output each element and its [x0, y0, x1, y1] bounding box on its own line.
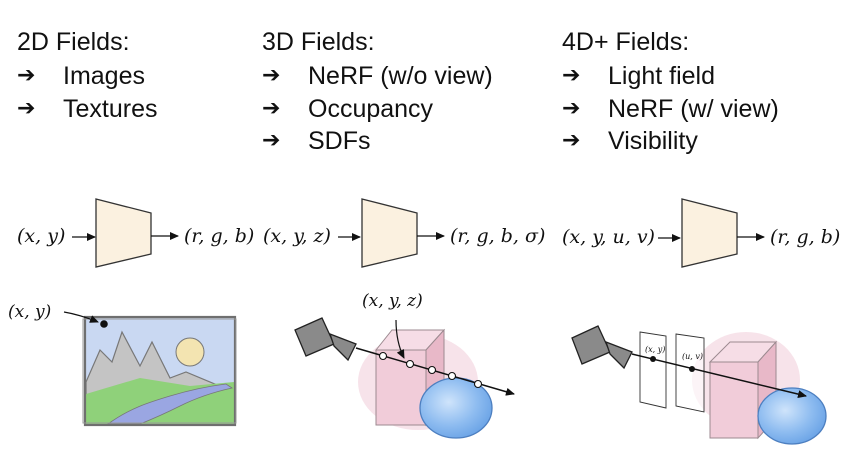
list-item: ➔ Occupancy — [262, 93, 493, 126]
network-trapezoid — [361, 198, 418, 268]
ray-sample — [447, 371, 457, 381]
column-title: 3D Fields: — [262, 28, 375, 56]
plane-uv-1 — [639, 331, 667, 409]
list-item: ➔ SDFs — [262, 125, 493, 158]
arrow-right-icon: ➔ — [562, 128, 581, 153]
list-item-label: SDFs — [308, 127, 371, 155]
net2-input: (x, y, z) — [263, 225, 331, 247]
camera-lens — [328, 332, 357, 362]
arrow-right-icon: ➔ — [562, 63, 581, 88]
network-4d — [658, 198, 765, 268]
list-item-label: Images — [63, 62, 145, 90]
image-frame — [83, 315, 237, 427]
list-item: ➔ Images — [17, 60, 157, 93]
pointer-arrow — [395, 319, 405, 359]
list-item: ➔ NeRF (w/ view) — [562, 93, 779, 126]
net2-output: (r, g, b, σ) — [450, 225, 546, 247]
scene-3d — [294, 317, 515, 439]
list-item-label: NeRF (w/o view) — [308, 62, 493, 90]
camera-ray — [631, 353, 807, 399]
arrow-right-icon: ➔ — [17, 63, 36, 88]
net1-input: (x, y) — [17, 225, 66, 247]
column-2d: 2D Fields: ➔ Images ➔ Textures — [17, 26, 157, 125]
cube-front — [709, 361, 759, 439]
camera-lens — [604, 340, 633, 370]
plane-intersection — [650, 356, 656, 362]
network-trapezoid — [95, 198, 152, 268]
ray-sample — [405, 359, 415, 369]
column-4d: 4D+ Fields: ➔ Light field ➔ NeRF (w/ view)… — [562, 26, 779, 158]
list-item-label: NeRF (w/ view) — [608, 94, 779, 123]
list-item: ➔ Visibility — [562, 125, 779, 158]
column-title: 4D+ Fields: — [562, 28, 690, 56]
sun — [175, 337, 205, 367]
net1-output: (r, g, b) — [184, 225, 255, 247]
image-point-label: (x, y) — [8, 302, 52, 322]
network-3d — [338, 198, 445, 268]
river — [106, 383, 234, 425]
camera-body — [294, 317, 335, 357]
list-item: ➔ Light field — [562, 60, 779, 93]
sphere — [757, 387, 827, 445]
list-item-label: Visibility — [608, 127, 698, 155]
ray-sample — [473, 379, 483, 389]
camera-body — [571, 325, 611, 365]
ray-sample — [427, 365, 437, 375]
ray-sample — [378, 351, 388, 361]
list-item: ➔ Textures — [17, 93, 157, 126]
plane1-label: (x, y) — [645, 345, 666, 354]
sphere — [419, 377, 493, 439]
list-item: ➔ NeRF (w/o view) — [262, 60, 493, 93]
arrow-right-icon: ➔ — [262, 63, 281, 88]
arrow-right-icon: ➔ — [262, 95, 281, 121]
list-item-label: Occupancy — [308, 94, 434, 123]
arrow-right-icon: ➔ — [17, 95, 36, 121]
net3-output: (r, g, b) — [770, 226, 841, 248]
plane-uv-2 — [675, 333, 705, 413]
scene-4d — [571, 325, 827, 445]
column-title: 2D Fields: — [17, 28, 130, 56]
network-2d — [72, 198, 179, 268]
plane-intersection — [689, 366, 695, 372]
column-3d: 3D Fields: ➔ NeRF (w/o view) ➔ Occupancy ➔… — [262, 26, 493, 158]
image-sketch — [63, 311, 237, 427]
arrow-right-icon: ➔ — [562, 95, 581, 121]
net3-input: (x, y, u, v) — [562, 226, 655, 248]
list-item-label: Textures — [63, 94, 158, 123]
pointer-arrow — [63, 311, 99, 323]
ray-point-label: (x, y, z) — [362, 291, 423, 311]
arrow-right-icon: ➔ — [262, 128, 281, 153]
list-item-label: Light field — [608, 62, 716, 90]
network-trapezoid — [681, 198, 738, 268]
plane2-label: (u, v) — [682, 352, 703, 361]
image-frame-sketch — [82, 318, 237, 424]
sample-point — [100, 320, 108, 328]
